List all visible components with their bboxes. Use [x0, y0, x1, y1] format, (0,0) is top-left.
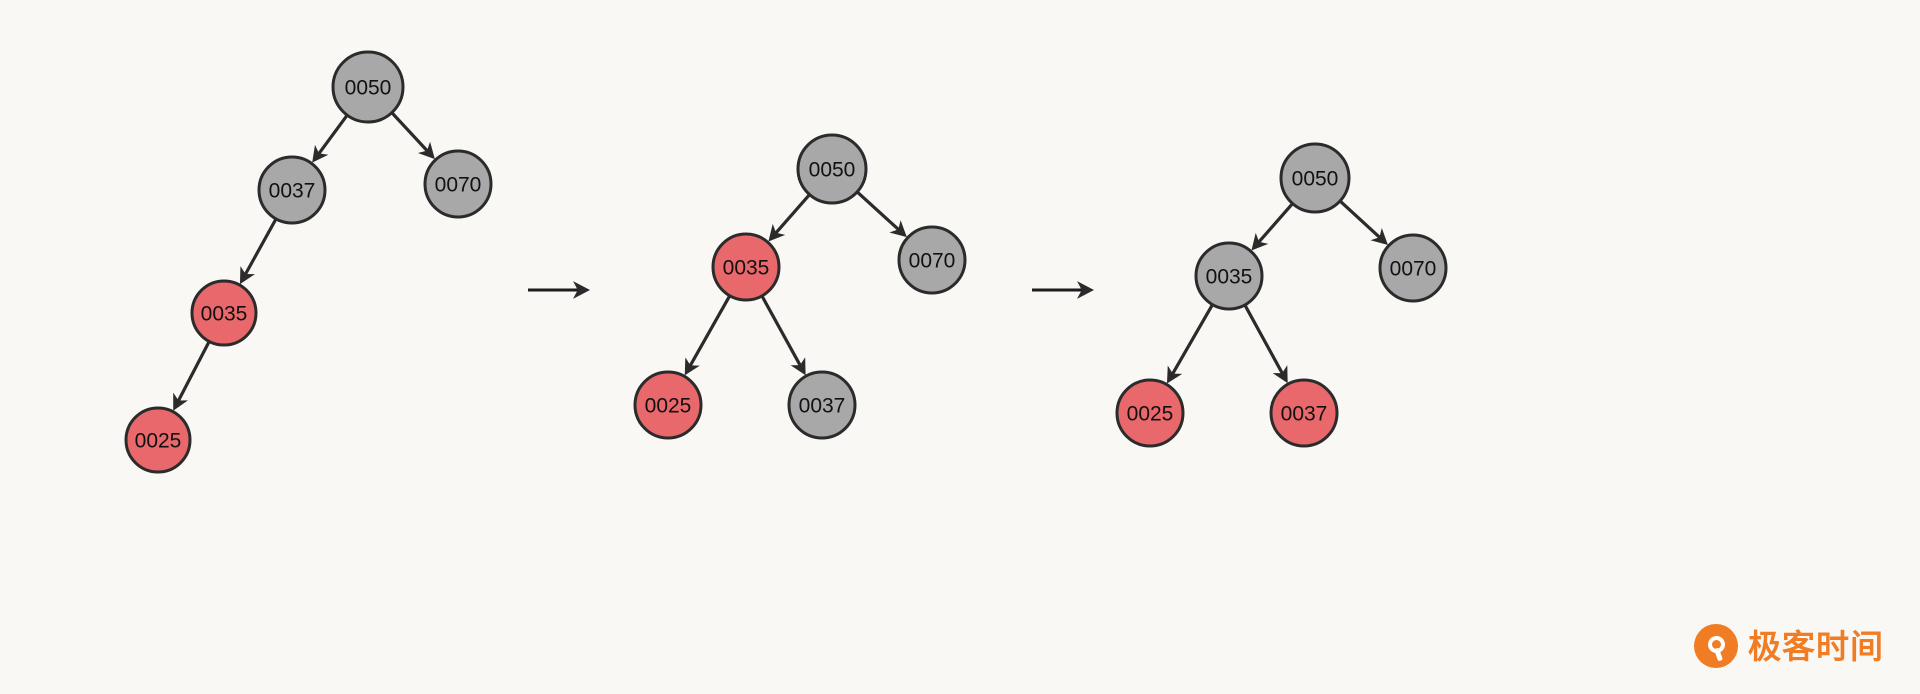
tree-edge	[768, 194, 811, 242]
node-circle	[796, 133, 868, 205]
tree-node-0050[interactable]: 0050	[331, 50, 405, 124]
node-circle	[633, 370, 703, 440]
tree-edge	[312, 115, 348, 163]
tree-node-0035[interactable]: 0035	[190, 279, 258, 347]
tree-node-0037[interactable]: 0037	[787, 370, 857, 440]
transition-arrow-t2	[1032, 281, 1094, 299]
node-circle	[1194, 241, 1264, 311]
tree-node-0037[interactable]: 0037	[1269, 378, 1339, 448]
tree-node-0070[interactable]: 0070	[897, 225, 967, 295]
transition-arrows-layer	[528, 281, 1094, 299]
node-circle	[331, 50, 405, 124]
tree-node-0037[interactable]: 0037	[257, 155, 327, 225]
tree-node-0070[interactable]: 0070	[423, 149, 493, 219]
node-circle	[711, 232, 781, 302]
node-circle	[190, 279, 258, 347]
tree-edge	[1166, 304, 1214, 384]
node-circle	[1115, 378, 1185, 448]
tree-edge	[761, 296, 806, 376]
node-circle	[787, 370, 857, 440]
tree-node-0025[interactable]: 0025	[1115, 378, 1185, 448]
tree-edge	[1339, 200, 1388, 246]
transition-arrow-t1	[528, 281, 590, 299]
edges-layer	[173, 112, 1388, 411]
tree-node-0025[interactable]: 0025	[124, 406, 192, 474]
tree-edge	[239, 218, 277, 285]
watermark-brand-text: 极客时间	[1748, 627, 1884, 665]
node-circle	[1279, 142, 1351, 214]
tree-node-0035[interactable]: 0035	[1194, 241, 1264, 311]
node-circle	[124, 406, 192, 474]
tree-edge	[1251, 203, 1294, 251]
tree-node-0050[interactable]: 0050	[796, 133, 868, 205]
tree-node-0035[interactable]: 0035	[711, 232, 781, 302]
tree-node-0050[interactable]: 0050	[1279, 142, 1351, 214]
tree-edge	[173, 341, 211, 411]
geek-time-logo-icon	[1694, 624, 1738, 668]
tree-edge	[1243, 305, 1288, 384]
node-circle	[1269, 378, 1339, 448]
tree-edge	[684, 295, 731, 376]
node-circle	[1378, 233, 1448, 303]
watermark: 极客时间	[1694, 624, 1884, 668]
node-circle	[257, 155, 327, 225]
tree-node-0025[interactable]: 0025	[633, 370, 703, 440]
tree-edge	[391, 112, 435, 160]
tree-node-0070[interactable]: 0070	[1378, 233, 1448, 303]
node-circle	[423, 149, 493, 219]
node-circle	[897, 225, 967, 295]
tree-edge	[856, 191, 907, 238]
